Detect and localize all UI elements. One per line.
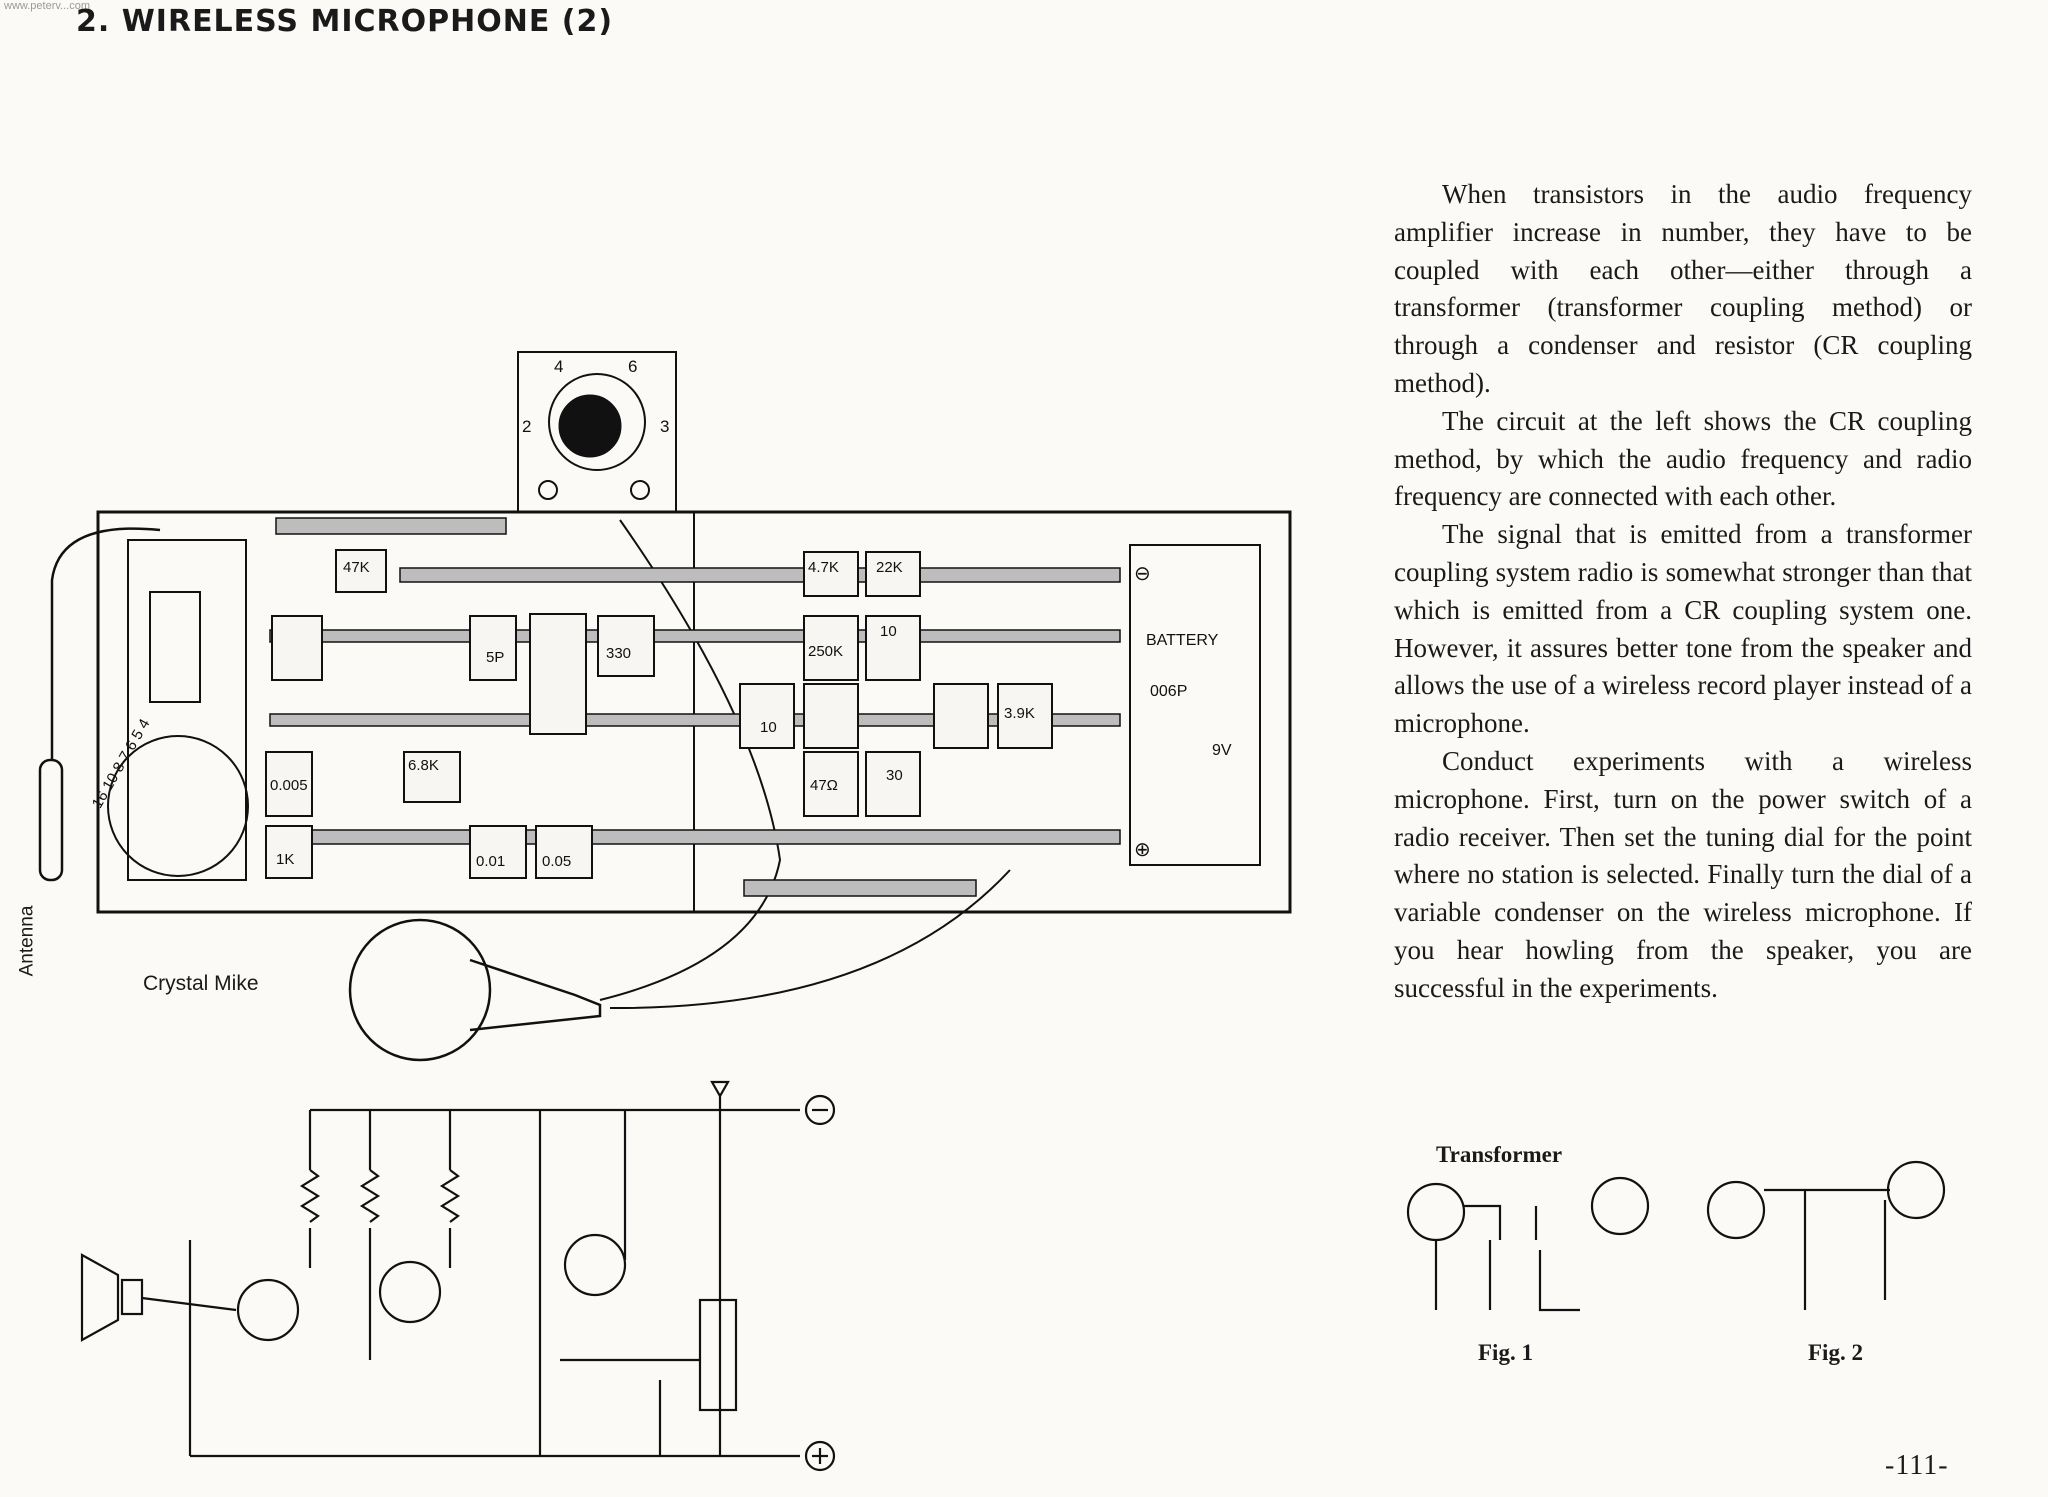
- component-label: 47Ω: [810, 777, 838, 794]
- resistor-6-8k: [403, 751, 461, 803]
- dial-ring: [548, 373, 646, 471]
- screw-icon: [630, 480, 650, 500]
- fig2-transistor-icon: [1886, 1160, 1946, 1220]
- mike-element: [120, 1278, 144, 1316]
- plus-terminal: ⊕: [1134, 839, 1151, 861]
- component-label: 3.9K: [1004, 705, 1035, 722]
- component-label: 250K: [808, 643, 843, 660]
- capacitor-5p: [469, 615, 517, 681]
- resistor-3-9k: [997, 683, 1053, 749]
- capacitor-0-01: [469, 825, 527, 879]
- component-label: 5P: [486, 649, 504, 666]
- watermark-text: www.peterv...com: [4, 0, 90, 12]
- resistor-250k: [803, 615, 859, 681]
- transistor-icon: [236, 1278, 300, 1342]
- minus-terminal-icon: [804, 1094, 836, 1126]
- circuit-trace: [269, 629, 1121, 643]
- component-label: 0.005: [270, 777, 308, 794]
- fig1-transistor-icon: [1590, 1176, 1650, 1236]
- fig1-caption: Fig. 1: [1478, 1340, 1533, 1365]
- component-labels: 47K 5P 330 4.7K 22K 250K 10 10 3.9K 6.8K…: [89, 357, 1232, 870]
- crystal-mike: [348, 918, 492, 1062]
- minus-terminal: ⊖: [1134, 563, 1151, 585]
- dial-number: 2: [522, 417, 531, 436]
- transformer-icon: [1464, 1204, 1538, 1240]
- component-label: 47K: [343, 559, 370, 576]
- coil-dial: [107, 735, 249, 877]
- circuit-trace: [275, 517, 507, 535]
- screw-icon: [538, 480, 558, 500]
- variable-condenser-box: [517, 351, 677, 513]
- rf-coil: [529, 613, 587, 735]
- crystal-mike-label: Crystal Mike: [143, 972, 259, 995]
- transistor-icon: [378, 1260, 442, 1324]
- coil-panel: [127, 539, 247, 881]
- component-label: 30: [886, 767, 903, 784]
- capacitor-0-05: [535, 825, 593, 879]
- antenna-wire: [50, 527, 161, 760]
- antenna-clip: [38, 758, 64, 882]
- component-label: 22K: [876, 559, 903, 576]
- transistor-socket: [803, 683, 859, 749]
- capacitor-30: [865, 751, 921, 817]
- fig2-caption: Fig. 2: [1808, 1340, 1863, 1365]
- transistor-socket: [933, 683, 989, 749]
- dial-knob: [558, 394, 622, 458]
- resistor-1k: [265, 825, 313, 879]
- transistor-icon: [563, 1233, 627, 1297]
- component-label: 0.01: [476, 853, 505, 870]
- component-label: 6.8K: [408, 757, 439, 774]
- transistor-socket: [271, 615, 323, 681]
- component-label: 330: [606, 645, 631, 662]
- paragraph: The circuit at the left shows the CR cou…: [1394, 405, 1972, 512]
- circuit-trace: [399, 567, 1121, 583]
- resistor-330: [597, 615, 655, 677]
- battery: [1129, 544, 1261, 866]
- plus-terminal-icon: [804, 1440, 836, 1472]
- resistor-47: [803, 751, 859, 817]
- dial-number: 4: [554, 357, 563, 376]
- resistor-4-7k: [803, 551, 859, 597]
- tuning-coil-icon: [698, 1298, 738, 1412]
- oscillator-coil: [149, 591, 201, 703]
- fig2-transistor-icon: [1706, 1180, 1766, 1240]
- component-label: 4.7K: [808, 559, 839, 576]
- component-label: 1K: [276, 851, 294, 868]
- capacitor-10b: [739, 683, 795, 749]
- capacitor-0-005: [265, 751, 313, 817]
- battery-voltage: 9V: [1212, 742, 1232, 759]
- paragraph: Conduct experiments with a wireless micr…: [1394, 745, 1972, 1003]
- fig1-transistor-icon: [1406, 1182, 1466, 1242]
- dial-number: 6: [628, 357, 637, 376]
- battery-model: 006P: [1150, 683, 1187, 700]
- mike-handle: [469, 958, 602, 1032]
- paragraph: When transistors in the audio frequency …: [1394, 179, 1972, 398]
- antenna-label: Antenna: [16, 905, 38, 977]
- battery-label: BATTERY: [1146, 632, 1219, 649]
- mike-lead: [599, 519, 782, 1001]
- capacitor-10: [865, 615, 921, 681]
- component-label: 10: [880, 623, 897, 640]
- ground-icon: [1538, 1250, 1580, 1312]
- resistor-47k: [335, 549, 387, 593]
- schematic: [80, 1080, 836, 1472]
- mike-lead: [609, 869, 1011, 1010]
- page-title: 2. WIRELESS MICROPHONE (2): [76, 4, 614, 39]
- antenna-icon: [710, 1080, 730, 1099]
- figure-sketches: [1406, 1160, 1946, 1312]
- component-label: 0.05: [542, 853, 571, 870]
- dial-number: 3: [660, 417, 669, 436]
- circuit-trace: [743, 879, 977, 897]
- circuit-trace: [269, 713, 1121, 727]
- body-text: When transistors in the audio frequency …: [1394, 176, 1972, 1008]
- speaker-icon: [80, 1253, 120, 1342]
- paragraph: The signal that is emitted from a transf…: [1394, 519, 1972, 739]
- component-label: 10: [760, 719, 777, 736]
- circuit-trace: [269, 829, 1121, 845]
- page-number: -111-: [1885, 1450, 1949, 1481]
- resistor-22k: [865, 551, 921, 597]
- transformer-label: Transformer: [1436, 1142, 1563, 1167]
